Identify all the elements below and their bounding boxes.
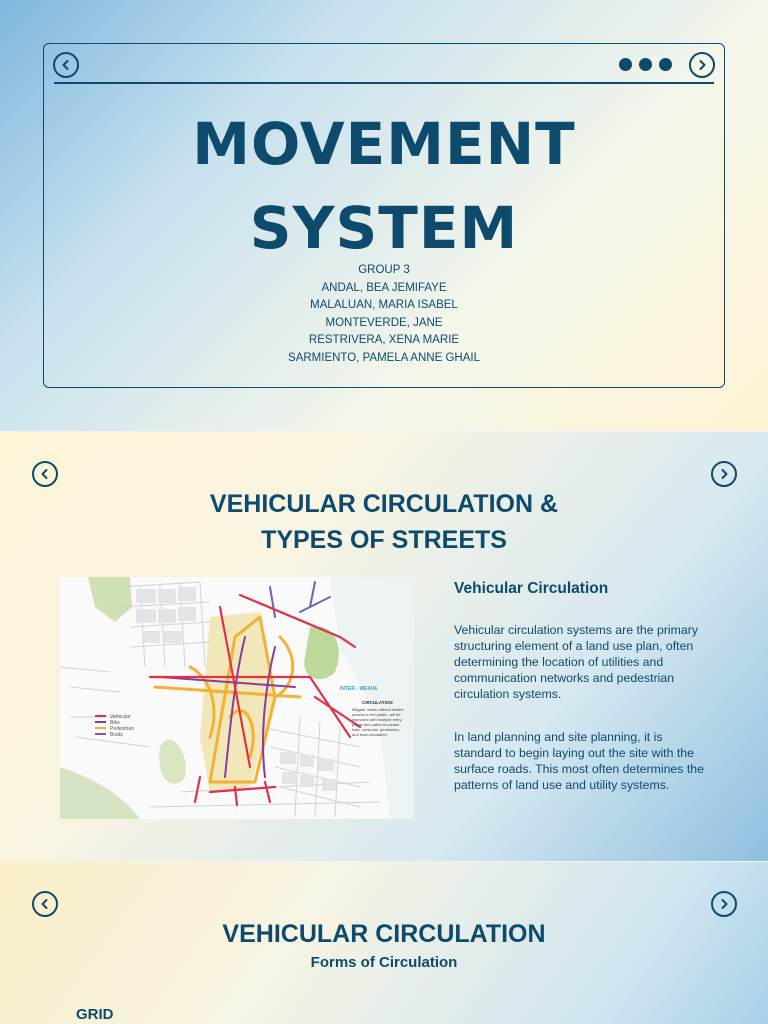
next-button[interactable] (689, 52, 715, 78)
member-name: RESTRIVERA, XENA MARIE (308, 334, 460, 347)
paragraph: In land planning and site planning, it i… (454, 730, 704, 792)
member-name: ANDAL, BEA JEMIFAYE (321, 281, 447, 294)
vehicular-circulation-slide: VEHICULAR CIRCULATION & TYPES OF STREETS (0, 432, 768, 862)
slide-title-line2: SYSTEM (249, 194, 519, 262)
map-info-panel: INTER - WEAVE CIRCULATION Maglak, which … (340, 686, 404, 737)
map-legend: Vehicular Bike Pedestrian Boats (95, 714, 134, 738)
section-label-grid: GRID (76, 1006, 114, 1023)
legend-pedestrian: Pedestrian (110, 726, 134, 732)
chevron-right-icon (721, 899, 728, 909)
slide-title: VEHICULAR CIRCULATION (222, 920, 546, 948)
panel-title: INTER - WEAVE (340, 686, 378, 692)
chevron-right-icon (699, 60, 706, 70)
chevron-right-icon (721, 469, 728, 479)
window-frame (43, 43, 725, 388)
chevron-left-icon (41, 899, 48, 909)
next-button[interactable] (711, 461, 737, 487)
prev-button[interactable] (53, 52, 79, 78)
slide-title-line2: TYPES OF STREETS (261, 526, 507, 554)
legend-bike: Bike (110, 720, 120, 726)
slide-title-line1: MOVEMENT (192, 110, 576, 178)
dot (639, 58, 652, 71)
dot (659, 58, 672, 71)
three-dots-icon[interactable] (619, 58, 672, 71)
paragraph: Vehicular circulation systems are the pr… (454, 623, 698, 701)
chevron-left-icon (62, 60, 69, 70)
legend-boats: Boats (110, 732, 123, 738)
section-subheading: Vehicular Circulation (454, 580, 609, 597)
member-name: MALALUAN, MARIA ISABEL (310, 299, 458, 312)
prev-button[interactable] (32, 461, 58, 487)
forms-of-circulation-slide: VEHICULAR CIRCULATION Forms of Circulati… (0, 862, 768, 1024)
map-drawing: Vehicular Bike Pedestrian Boats INTER - … (59, 577, 414, 819)
prev-button[interactable] (32, 891, 58, 917)
circulation-map: Vehicular Bike Pedestrian Boats INTER - … (59, 577, 414, 819)
panel-text: Maglak, which offered limited access to … (352, 707, 404, 737)
panel-subtitle: CIRCULATION (362, 700, 393, 705)
chevron-left-icon (41, 469, 48, 479)
member-name: MONTEVERDE, JANE (325, 316, 443, 329)
panel-text-container: Maglak, which offered limited access to … (352, 707, 404, 737)
slide-title-line1: VEHICULAR CIRCULATION & (209, 490, 559, 518)
slide-subtitle: Forms of Circulation (310, 954, 458, 971)
group-members: GROUP 3 ANDAL, BEA JEMIFAYE MALALUAN, MA… (0, 262, 768, 368)
group-label: GROUP 3 (358, 264, 410, 276)
frame-divider (54, 82, 714, 84)
title-slide: MOVEMENT SYSTEM GROUP 3 ANDAL, BEA JEMIF… (0, 0, 768, 432)
legend-vehicular: Vehicular (110, 714, 131, 720)
next-button[interactable] (711, 891, 737, 917)
member-name: SARMIENTO, PAMELA ANNE GHAIL (288, 351, 480, 364)
dot (619, 58, 632, 71)
